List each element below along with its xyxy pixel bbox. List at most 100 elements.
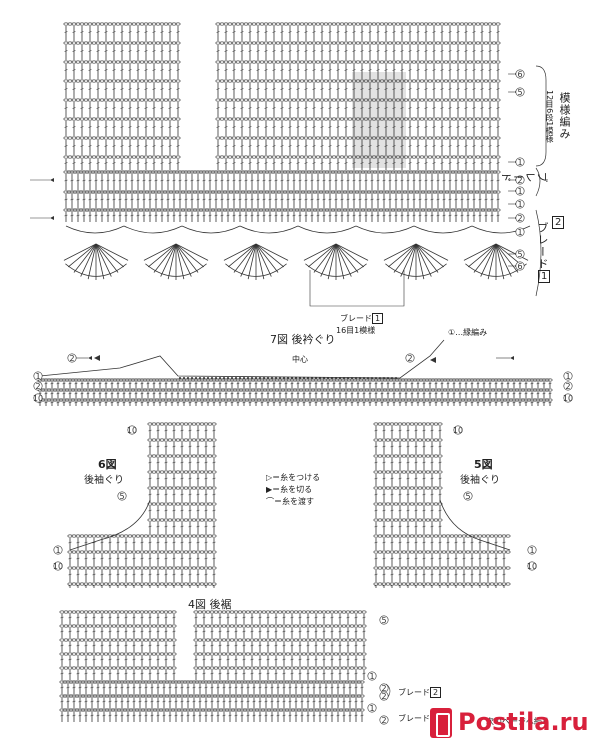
stitch-row bbox=[67, 582, 217, 588]
chain-stitch bbox=[431, 22, 437, 26]
chain-stitch bbox=[411, 136, 417, 140]
chain-stitch bbox=[153, 190, 159, 194]
chain-stitch bbox=[483, 98, 489, 102]
chain-stitch bbox=[438, 190, 444, 194]
chain-stitch bbox=[79, 388, 85, 392]
chain-stitch bbox=[127, 41, 133, 45]
chain-stitch bbox=[131, 117, 137, 121]
chain-stitch bbox=[445, 378, 451, 382]
chain-stitch bbox=[279, 98, 285, 102]
post-bar bbox=[424, 69, 428, 71]
chain-stitch bbox=[274, 388, 280, 392]
chain-stitch bbox=[487, 136, 493, 140]
post-bar bbox=[166, 179, 170, 182]
post-bar bbox=[280, 88, 284, 90]
post-bar bbox=[338, 382, 342, 385]
post-bar bbox=[364, 198, 368, 201]
stitch-row bbox=[147, 486, 217, 502]
post-bar bbox=[224, 50, 228, 52]
chain-stitch bbox=[403, 378, 409, 382]
post-bar bbox=[256, 50, 260, 52]
post-bar bbox=[250, 214, 254, 217]
chain-stitch bbox=[420, 170, 426, 174]
post-bar bbox=[376, 145, 380, 147]
post-bar bbox=[96, 162, 100, 164]
chain-stitch bbox=[403, 79, 409, 83]
chain-stitch bbox=[55, 378, 61, 382]
chain-stitch bbox=[167, 79, 173, 83]
chain-stitch bbox=[207, 170, 213, 174]
post-bar bbox=[328, 88, 332, 90]
chain-stitch bbox=[330, 170, 336, 174]
chain-stitch bbox=[306, 170, 312, 174]
chain-stitch bbox=[227, 117, 233, 121]
braid-scallop-arc bbox=[471, 225, 531, 234]
fan-post bbox=[495, 243, 512, 277]
chain-stitch bbox=[219, 208, 225, 212]
post-bar bbox=[72, 69, 76, 71]
fan-edge bbox=[305, 263, 367, 277]
post-bar bbox=[456, 162, 460, 164]
chain-stitch bbox=[324, 190, 330, 194]
chain-stitch bbox=[61, 388, 67, 392]
chain-stitch bbox=[295, 388, 301, 392]
post-bar bbox=[374, 382, 378, 385]
chain-stitch bbox=[83, 117, 89, 121]
post-bar bbox=[490, 214, 494, 217]
post-bar bbox=[456, 88, 460, 90]
fan-post bbox=[255, 243, 265, 280]
post-bar bbox=[206, 382, 210, 385]
chain-stitch bbox=[103, 388, 109, 392]
stitch-row bbox=[373, 438, 443, 454]
chain-stitch bbox=[292, 388, 298, 392]
chain-stitch bbox=[311, 22, 317, 26]
chain-stitch bbox=[291, 190, 297, 194]
chain-stitch bbox=[390, 208, 396, 212]
post-bar bbox=[360, 31, 364, 33]
chain-stitch bbox=[294, 208, 300, 212]
chain-stitch bbox=[367, 378, 373, 382]
chain-stitch bbox=[231, 98, 237, 102]
post-bar bbox=[386, 382, 390, 385]
braid2-row-b bbox=[63, 190, 501, 208]
chain-stitch bbox=[402, 190, 408, 194]
post-bar bbox=[152, 145, 156, 147]
post-bar bbox=[280, 107, 284, 109]
chain-stitch bbox=[462, 208, 468, 212]
chain-stitch bbox=[259, 117, 265, 121]
chain-stitch bbox=[90, 190, 96, 194]
chain-stitch bbox=[239, 136, 245, 140]
chain-stitch bbox=[246, 170, 252, 174]
post-bar bbox=[256, 214, 260, 217]
chain-stitch bbox=[475, 79, 481, 83]
chain-stitch bbox=[263, 136, 269, 140]
chain-stitch bbox=[189, 170, 195, 174]
chain-stitch bbox=[115, 136, 121, 140]
post-bar bbox=[480, 50, 484, 52]
post-bar bbox=[128, 31, 132, 33]
post-bar bbox=[240, 88, 244, 90]
chain-stitch bbox=[372, 170, 378, 174]
post-bar bbox=[288, 107, 292, 109]
chain-stitch bbox=[366, 208, 372, 212]
chain-stitch bbox=[359, 60, 365, 64]
chain-stitch bbox=[228, 170, 234, 174]
post-bar bbox=[360, 162, 364, 164]
post-bar bbox=[154, 179, 158, 182]
chain-stitch bbox=[97, 378, 103, 382]
fan-post bbox=[495, 243, 505, 280]
post-bar bbox=[144, 31, 148, 33]
chain-stitch bbox=[283, 22, 289, 26]
post-bar bbox=[384, 145, 388, 147]
chain-stitch bbox=[463, 41, 469, 45]
chain-stitch bbox=[471, 170, 477, 174]
chain-stitch bbox=[316, 388, 322, 392]
chain-stitch bbox=[493, 378, 499, 382]
post-bar bbox=[112, 31, 116, 33]
post-bar bbox=[260, 382, 264, 385]
chain-stitch bbox=[419, 79, 425, 83]
post-bar bbox=[136, 145, 140, 147]
post-bar bbox=[408, 145, 412, 147]
chain-stitch bbox=[223, 60, 229, 64]
chain-stitch bbox=[367, 136, 373, 140]
